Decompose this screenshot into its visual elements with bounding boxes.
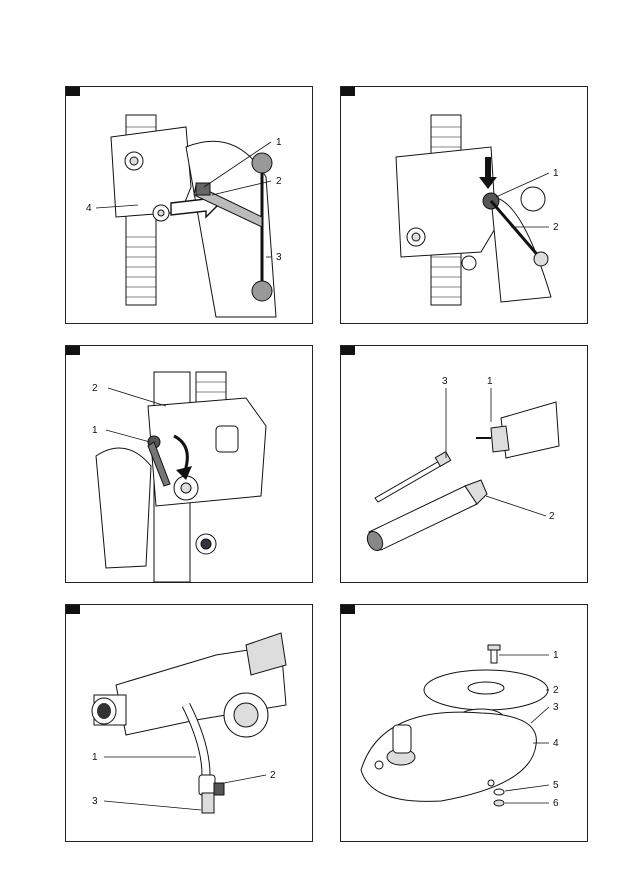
nut <box>494 800 504 806</box>
figure-panel-6: 1 2 3 4 5 6 <box>340 604 588 842</box>
callout-3: 3 <box>92 796 98 807</box>
drill-motor <box>116 633 286 737</box>
callout-1: 1 <box>92 752 98 763</box>
carriage <box>148 398 266 506</box>
callout-2: 2 <box>92 383 98 394</box>
figure-illustration: 2 1 <box>66 346 314 584</box>
screw <box>488 645 500 663</box>
callout-2: 2 <box>553 222 559 233</box>
figure-illustration: 1 2 3 4 5 6 <box>341 605 589 843</box>
figure-illustration: 1 2 3 4 <box>66 87 314 325</box>
callout-1: 1 <box>92 425 98 436</box>
washer <box>494 789 504 795</box>
callout-3: 3 <box>442 376 448 387</box>
callout-4: 4 <box>86 203 92 214</box>
callout-3: 3 <box>276 252 282 263</box>
drill-body <box>96 448 151 568</box>
extension-rod <box>375 452 451 502</box>
figure-panel-4: 3 1 2 <box>340 345 588 583</box>
figure-panel-1: 1 2 3 4 <box>65 86 313 324</box>
callout-4: 4 <box>553 738 559 749</box>
figure-illustration: 1 2 3 <box>66 605 314 843</box>
drill-spindle <box>92 695 126 725</box>
figure-panel-5: 1 2 3 <box>65 604 313 842</box>
callout-5: 5 <box>553 780 559 791</box>
figure-illustration: 1 2 <box>341 87 589 325</box>
window <box>216 426 238 452</box>
figure-illustration: 3 1 2 <box>341 346 589 584</box>
callout-1: 1 <box>276 137 282 148</box>
water-hose <box>186 705 224 813</box>
callout-1: 1 <box>553 650 559 661</box>
figure-panel-3: 2 1 <box>65 345 313 583</box>
figure-panel-2: 1 2 <box>340 86 588 324</box>
callout-1: 1 <box>487 376 493 387</box>
callout-2: 2 <box>270 770 276 781</box>
callout-6: 6 <box>553 798 559 809</box>
callout-2: 2 <box>276 176 282 187</box>
callout-1: 1 <box>553 168 559 179</box>
callout-2: 2 <box>549 511 555 522</box>
callout-2: 2 <box>553 685 559 696</box>
core-bit <box>364 480 487 553</box>
callout-3: 3 <box>553 702 559 713</box>
drill-motor <box>501 402 559 458</box>
